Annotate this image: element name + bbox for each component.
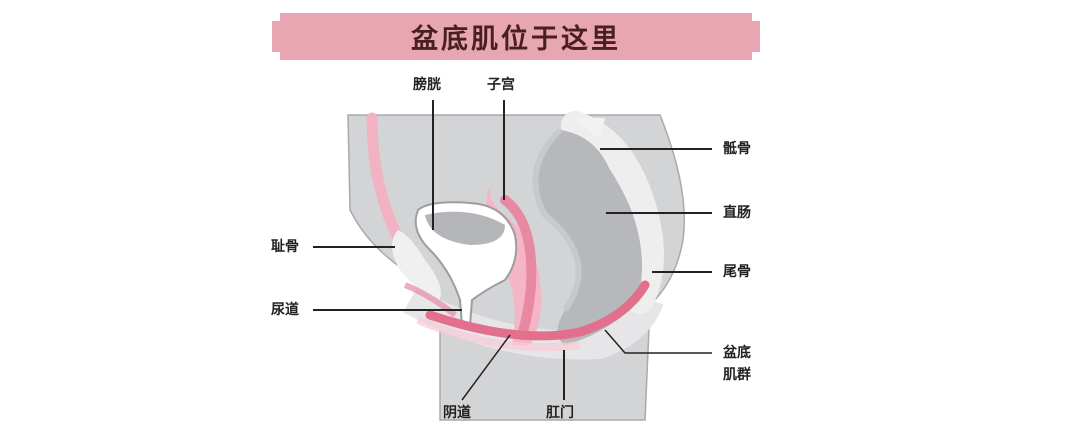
page-title: 盆底肌位于这里 (411, 24, 621, 55)
label-bladder: 膀胱 (413, 77, 441, 93)
label-rectum: 直肠 (723, 205, 751, 221)
title-banner: 盆底肌位于这里 (272, 13, 760, 60)
label-sacrum: 骶骨 (723, 141, 751, 157)
label-urethra: 尿道 (271, 302, 299, 318)
rectum-shape (535, 130, 642, 345)
label-anus: 肛门 (546, 405, 574, 421)
label-pelvic-floor-line1: 盆底 (723, 345, 751, 361)
pubic-bone-shape (391, 230, 441, 300)
label-uterus: 子宫 (487, 77, 515, 93)
label-coccyx: 尾骨 (723, 264, 751, 280)
pelvic-floor-muscle (425, 280, 650, 341)
label-vagina: 阴道 (443, 405, 471, 421)
label-pubic-bone: 耻骨 (271, 239, 299, 255)
label-pelvic-floor-line2: 肌群 (723, 367, 751, 383)
leader-lines (313, 100, 712, 401)
banner-background (272, 13, 760, 60)
